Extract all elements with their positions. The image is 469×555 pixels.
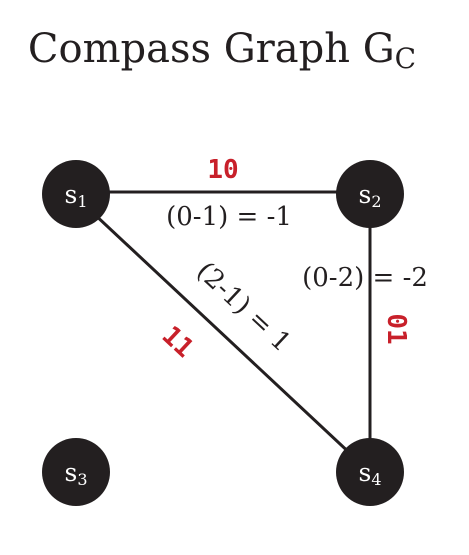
node-s4: s4 — [336, 438, 404, 506]
node-s2-label: s2 — [358, 180, 381, 211]
node-s1-label: s1 — [64, 180, 87, 211]
node-s1: s1 — [42, 160, 110, 228]
node-s3: s3 — [42, 438, 110, 506]
node-s3-label: s3 — [64, 458, 87, 489]
node-s2: s2 — [336, 160, 404, 228]
edge-s2-s4-bits: 01 — [381, 313, 411, 344]
edge-s1-s4-expr: (2-1) = 1 — [190, 256, 296, 358]
diagram-title-main: Compass Graph G — [28, 26, 395, 72]
diagram-title-subscript: C — [395, 42, 416, 75]
diagram-title: Compass Graph GC — [28, 26, 416, 75]
edge-s1-s4 — [74, 195, 372, 474]
edge-s2-s4-expr: (0-2) = -2 — [302, 263, 428, 293]
node-s4-label: s4 — [358, 458, 381, 489]
edge-s1-s4-bits: 11 — [156, 321, 199, 364]
edge-s1-s2-expr: (0-1) = -1 — [166, 202, 292, 232]
edge-s1-s2-bits: 10 — [207, 155, 238, 185]
